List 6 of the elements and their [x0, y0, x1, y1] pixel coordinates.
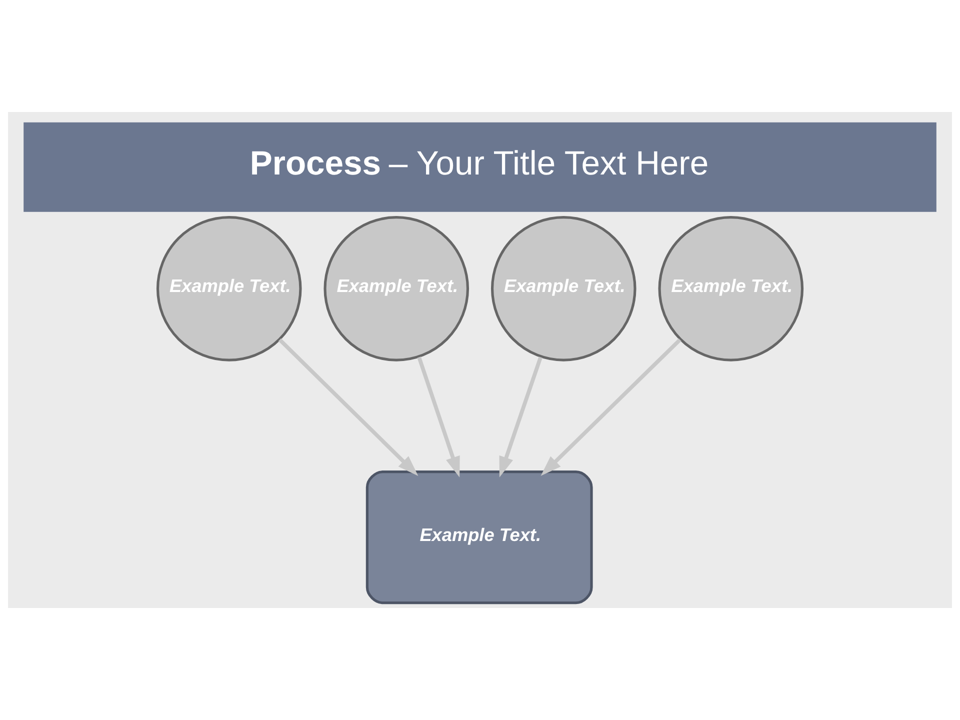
arrow [417, 356, 460, 478]
arrow [540, 338, 682, 476]
arrow [499, 356, 542, 478]
node-box: Example Text. [366, 470, 593, 604]
diagram-title: Process – Your Title Text Here [250, 144, 709, 183]
arrow [278, 338, 418, 476]
